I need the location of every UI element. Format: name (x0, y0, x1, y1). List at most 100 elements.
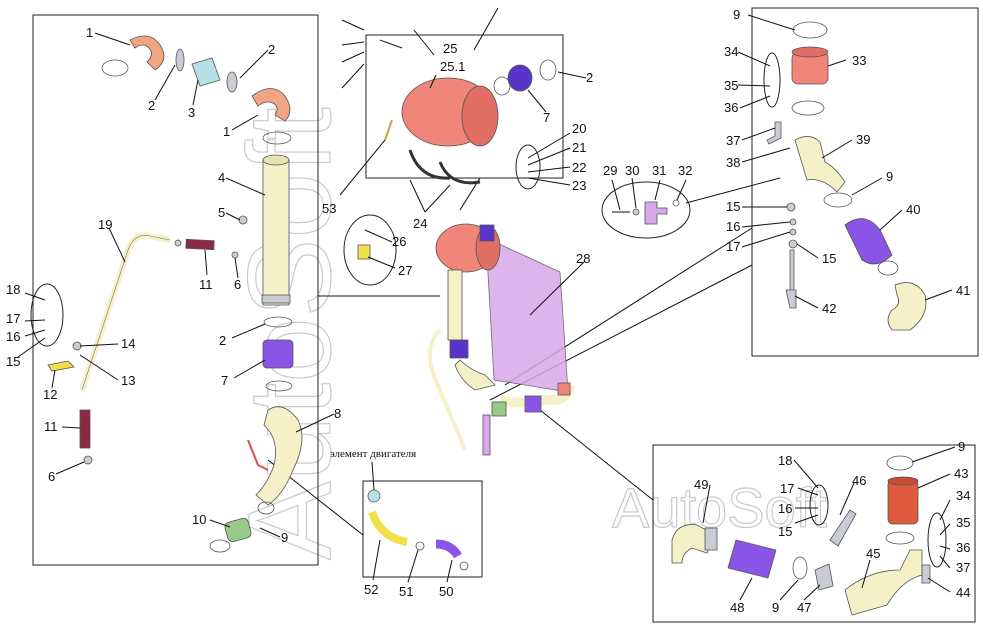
tube-assembled (428, 328, 467, 451)
clamp-9-rt-b (823, 192, 853, 208)
sensor-group-29 (612, 199, 680, 225)
callout: 50 (439, 584, 453, 599)
clamp-9-rb-b (792, 556, 808, 580)
callout: 38 (726, 155, 740, 170)
callout: 16 (6, 329, 20, 344)
sensor-wire (247, 439, 269, 471)
watermark-horizontal: AutoSoft (612, 476, 827, 539)
filter-clamp-purple (479, 224, 495, 242)
callouts-top: 25 25.1 2 7 20 21 22 23 53 24 26 27 28 2… (322, 41, 692, 278)
callout: 49 (694, 477, 708, 492)
callout: 47 (797, 600, 811, 615)
callout: 2 (219, 333, 226, 348)
callout: 27 (398, 263, 412, 278)
clamp-rb-b (885, 531, 915, 545)
callout: 36 (956, 540, 970, 555)
callout: 11 (44, 419, 58, 434)
callout: 34 (956, 488, 970, 503)
callout: 9 (772, 600, 779, 615)
callout: 13 (121, 373, 135, 388)
ring-14 (72, 341, 82, 351)
clamp-rt-b (791, 100, 825, 116)
ring-2-c (263, 316, 293, 328)
filter-body-end (461, 85, 499, 147)
engine-element-caption: элемент двигателя (330, 448, 416, 460)
callout: 22 (572, 160, 586, 175)
clip-6-bottom (83, 455, 93, 465)
frame-right-top (751, 7, 979, 357)
callout: 18 (778, 453, 792, 468)
sleeve-49 (704, 527, 718, 551)
callout: 29 (603, 163, 617, 178)
callout: 9 (886, 169, 893, 184)
tube-19-outline (81, 235, 171, 391)
clip-6-top (231, 251, 239, 259)
ring-clamp-top (493, 76, 511, 96)
clamp-9-left (209, 539, 231, 553)
center-assembly (428, 223, 575, 456)
callout: 23 (572, 178, 586, 193)
top-panel-parts (384, 59, 557, 185)
detail-ellipse-18b (809, 484, 829, 526)
callout: 11 (199, 277, 213, 292)
callout: 31 (652, 163, 666, 178)
pipe-52 (368, 510, 408, 546)
washer-16 (789, 218, 797, 226)
sleeve-48 (727, 539, 777, 579)
detail-ellipse-18 (30, 283, 64, 347)
elbow-8 (255, 406, 303, 506)
callout: 37 (726, 133, 740, 148)
detail-ellipse-20 (515, 144, 541, 190)
callout: 8 (334, 406, 341, 421)
callout: 39 (856, 132, 870, 147)
callouts-bottom-mid: 52 51 50 (364, 582, 453, 599)
callout: 7 (221, 373, 228, 388)
callout: 4 (218, 170, 225, 185)
bracket-47 (814, 563, 834, 591)
frame-right-bottom (652, 444, 976, 623)
clamp-9-rb (886, 455, 914, 471)
sleeve-40 (844, 218, 893, 265)
callout: 17 (780, 481, 794, 496)
sleeve-43 (887, 479, 919, 525)
callout: 7 (543, 110, 550, 125)
watermark-vertical: AutoSoft (224, 107, 356, 560)
elbow-1-top (129, 35, 165, 71)
callouts-left: 1 2 3 2 1 4 5 19 11 6 18 17 16 15 14 13 … (6, 25, 341, 545)
callout: 42 (822, 301, 836, 316)
callout: 9 (958, 439, 965, 454)
elbow-41 (887, 282, 927, 331)
callout: 17 (726, 239, 740, 254)
detail-ellipse-29 (601, 181, 691, 239)
callout: 1 (86, 25, 93, 40)
callout: 35 (956, 515, 970, 530)
rod-42 (789, 249, 795, 293)
callout: 5 (218, 205, 225, 220)
callout: 33 (852, 53, 866, 68)
clamp-50 (459, 561, 469, 571)
callout: 24 (413, 216, 427, 231)
hose-11-bottom (79, 409, 91, 449)
right-bottom-parts (671, 455, 931, 616)
bracket-46 (829, 509, 857, 547)
callout: 53 (322, 201, 336, 216)
sleeve-assembled (449, 339, 469, 359)
detail-ellipse-26 (343, 214, 397, 286)
callout: 9 (733, 7, 740, 22)
clamp-ring (101, 59, 129, 77)
ring-2-a (175, 48, 185, 72)
leader-lines (17, 7, 956, 601)
bracket-12 (47, 360, 75, 372)
callout: 10 (192, 512, 206, 527)
sleeve-red-assembled (557, 382, 571, 396)
callout: 2 (586, 70, 593, 85)
washer-17 (789, 228, 797, 236)
callout: 14 (121, 336, 135, 351)
insert-27 (357, 244, 371, 260)
callout: 18 (6, 282, 20, 297)
pipe-4-top (262, 154, 290, 166)
callout: 19 (98, 217, 112, 232)
callout: 16 (726, 219, 740, 234)
bottom-mid-parts (367, 489, 469, 571)
